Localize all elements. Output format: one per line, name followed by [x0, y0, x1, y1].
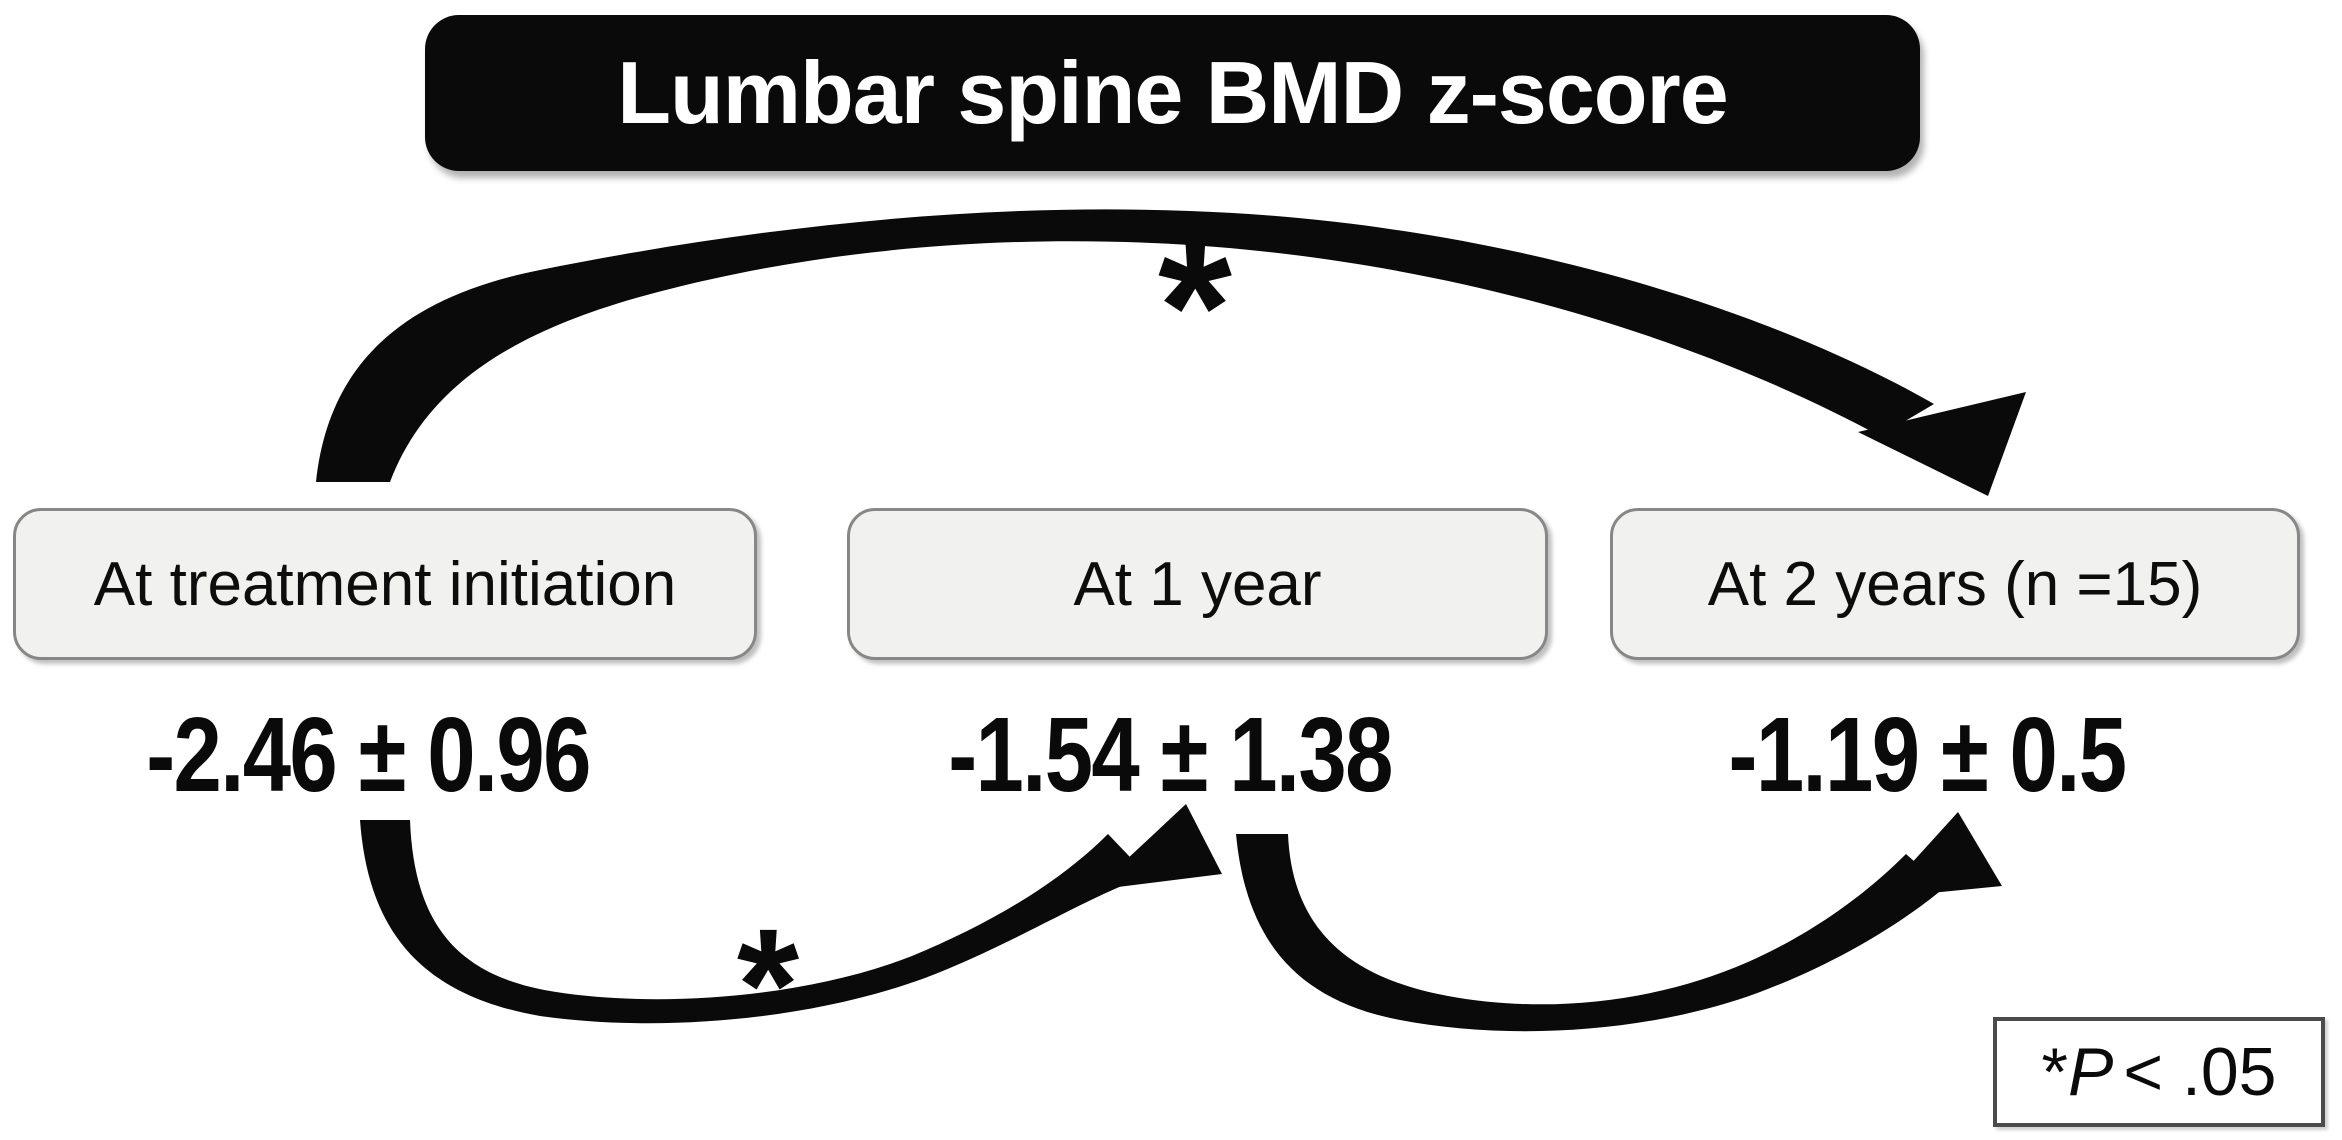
stage-label: At 2 years (n =15) — [1707, 549, 2203, 619]
legend-comparison: < .05 — [2123, 1034, 2277, 1110]
stage-label: At 1 year — [1073, 549, 1322, 619]
arrowhead-1year-to-2years — [1880, 812, 2002, 898]
value-text: -2.46 ± 0.96 — [146, 696, 591, 814]
figure-title: Lumbar spine BMD z-score — [617, 43, 1728, 142]
legend-p-variable: P — [2067, 1034, 2114, 1110]
significance-asterisk-bottom: * — [737, 895, 800, 1074]
stage-box-treatment-initiation: At treatment initiation — [13, 508, 757, 660]
figure-title-box: Lumbar spine BMD z-score — [425, 15, 1920, 171]
stage-box-2-years: At 2 years (n =15) — [1610, 508, 2300, 660]
arrowhead-initiation-to-2years — [1858, 392, 2026, 496]
arc-1year-to-2years — [1236, 834, 1944, 1032]
arrowhead-initiation-to-1year — [1094, 804, 1222, 890]
value-text: -1.19 ± 0.5 — [1728, 696, 2128, 814]
value-1-year: -1.54 ± 1.38 — [900, 700, 1441, 810]
arc-initiation-to-1year — [360, 820, 1148, 1024]
value-2-years: -1.19 ± 0.5 — [1685, 700, 2169, 810]
legend-asterisk: * — [2041, 1034, 2068, 1110]
stage-label: At treatment initiation — [93, 549, 677, 619]
value-text: -1.54 ± 1.38 — [948, 696, 1393, 814]
significance-asterisk-top: * — [1158, 201, 1232, 413]
value-treatment-initiation: -2.46 ± 0.96 — [98, 700, 639, 810]
stage-box-1-year: At 1 year — [847, 508, 1548, 660]
arc-initiation-to-2years — [316, 209, 1934, 482]
significance-legend-box: *P< .05 — [1993, 1017, 2325, 1127]
